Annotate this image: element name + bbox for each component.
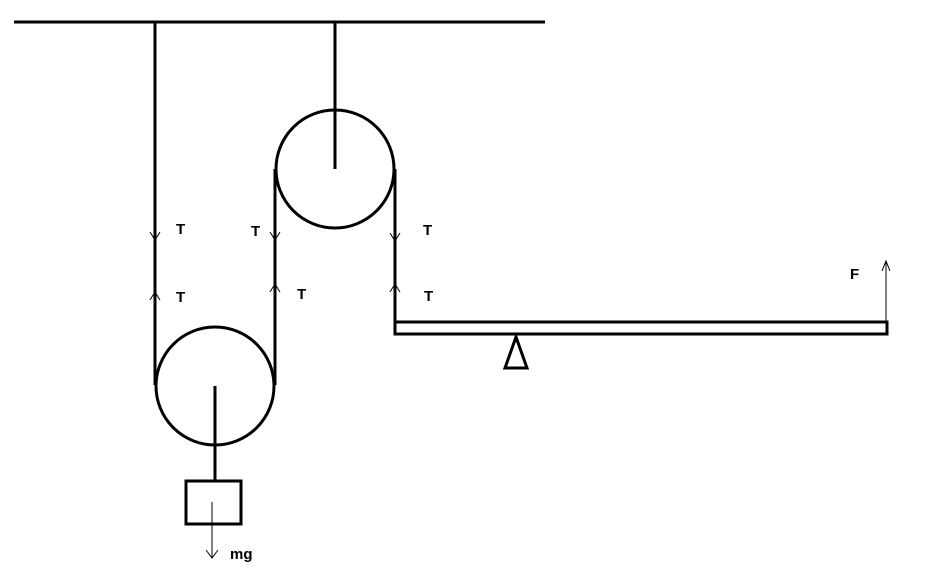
label-force: F (850, 266, 859, 283)
force-arrow-head (881, 259, 891, 272)
fulcrum (502, 332, 530, 370)
mass-block (184, 479, 243, 526)
tension-arrow-right-down (389, 232, 401, 242)
label-tension-left-up: T (176, 289, 185, 306)
tension-arrow-left-up (149, 291, 161, 301)
label-tension-right-down: T (423, 222, 432, 239)
tension-arrow-middle-up (269, 283, 281, 293)
label-tension-middle-down: T (251, 223, 260, 240)
tension-arrow-middle-down (269, 231, 281, 241)
label-tension-left-down: T (176, 221, 185, 238)
tension-arrow-right-up (389, 283, 401, 293)
weight-arrow-head (205, 549, 219, 559)
lever-bar (393, 320, 889, 336)
tension-arrow-left-down (149, 231, 161, 241)
label-tension-middle-up: T (297, 286, 306, 303)
label-tension-right-up: T (424, 288, 433, 305)
label-weight: mg (230, 546, 253, 563)
